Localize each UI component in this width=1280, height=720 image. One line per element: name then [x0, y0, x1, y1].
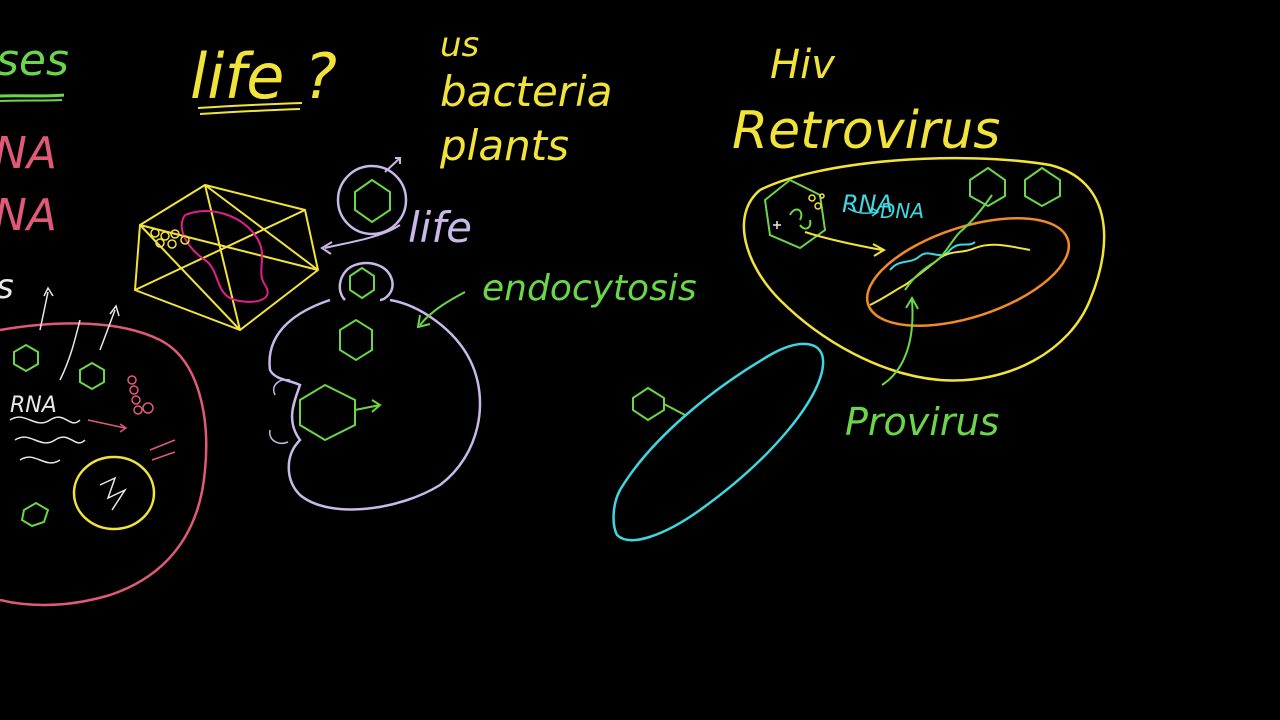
- arrow-life-to-cell: [320, 224, 401, 255]
- small-green-capsids: [13, 343, 105, 528]
- life-question-heading: life ?: [190, 40, 337, 113]
- host-dna-strand: [869, 243, 1031, 306]
- icosahedral-virus: [133, 183, 320, 332]
- viruses-underline-2: [0, 99, 63, 102]
- provirus-label: Provirus: [845, 400, 999, 444]
- viruses-partial-heading: ses: [0, 35, 69, 86]
- life-label: life: [408, 203, 472, 252]
- s-partial-label: s: [0, 267, 14, 307]
- yellow-nucleus: [72, 455, 156, 531]
- endocytosis-arrow: [416, 291, 466, 329]
- endocytosis-label: endocytosis: [482, 268, 697, 309]
- rna-partial-label: NA: [0, 128, 57, 179]
- pink-host-cell: [0, 322, 208, 607]
- life-underline-2: [199, 108, 301, 115]
- pen-cursor-mark: [773, 221, 781, 229]
- green-dna-strand: [904, 194, 993, 291]
- endocytosis-pocket: [338, 261, 394, 302]
- dna-cell-label: DNA: [880, 199, 924, 223]
- orange-nucleus: [865, 217, 1071, 327]
- green-capsids-endocytosis: [299, 178, 391, 442]
- viral-dna-strand: [889, 241, 976, 271]
- us-label: us: [440, 25, 479, 65]
- white-exit-arrows: [39, 286, 120, 381]
- pink-chain: [87, 375, 176, 461]
- retrovirus-heading: Retrovirus: [732, 101, 1000, 161]
- retrovirus-host-cell: [742, 156, 1106, 382]
- nucleus-squiggle: [99, 476, 128, 511]
- viruses-underline: [0, 93, 65, 98]
- arrow-to-virus: [384, 157, 401, 173]
- virus-outside-cell: [336, 164, 408, 236]
- dna-partial-label: NA: [0, 190, 57, 241]
- hiv-capsids: [763, 166, 1061, 250]
- endocytosis-cell: [268, 298, 482, 511]
- plants-label: plants: [439, 121, 569, 170]
- cyan-bacterium: [612, 342, 825, 542]
- phage-on-bacterium: [632, 386, 686, 422]
- hiv-rna-dots: [808, 193, 825, 210]
- virus-proteins: [150, 228, 190, 249]
- life-underline: [197, 102, 303, 109]
- provirus-arrow: [881, 295, 919, 386]
- rna-small-label: RNA: [10, 393, 57, 418]
- hiv-label: Hiv: [770, 42, 836, 88]
- virus-genome-magenta: [180, 210, 269, 303]
- bacteria-label: bacteria: [440, 67, 612, 116]
- rna-to-dna-arrow: [847, 207, 880, 217]
- rna-strands: [9, 416, 86, 464]
- small-gray-arrows: [269, 378, 291, 444]
- capsid-to-nucleus-arrow: [804, 231, 887, 257]
